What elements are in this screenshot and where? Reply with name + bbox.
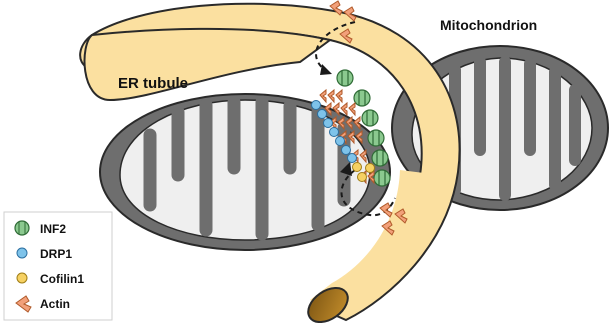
drp1-protein: [318, 110, 327, 119]
drp1-protein: [336, 137, 345, 146]
cofilin1-protein: [366, 164, 375, 173]
drp1-icon: [17, 248, 27, 258]
legend-label-actin: Actin: [40, 297, 70, 311]
inf2-protein: [337, 70, 353, 86]
legend-label-inf2: INF2: [40, 222, 66, 236]
drp1-protein: [348, 154, 357, 163]
arrowhead-top: [320, 64, 332, 75]
cofilin1-protein: [358, 173, 367, 182]
legend-label-drp1: DRP1: [40, 247, 72, 261]
cofilin1-icon: [17, 273, 27, 283]
legend: INF2 DRP1 Cofilin1 Actin: [4, 212, 112, 320]
cofilin1-protein: [353, 163, 362, 172]
mitochondrion-label: Mitochondrion: [440, 17, 537, 33]
inf2-protein: [354, 90, 370, 106]
drp1-protein: [324, 119, 333, 128]
drp1-protein: [330, 128, 339, 137]
er-tubule-label: ER tubule: [118, 75, 188, 92]
inf2-protein: [372, 150, 388, 166]
legend-label-cofilin1: Cofilin1: [40, 272, 84, 286]
drp1-protein: [312, 101, 321, 110]
inf2-protein: [374, 170, 390, 186]
inf2-protein: [368, 130, 384, 146]
inf2-icon: [15, 221, 29, 235]
drp1-protein: [342, 146, 351, 155]
inf2-protein: [362, 110, 378, 126]
actin-chevron: [320, 90, 342, 102]
